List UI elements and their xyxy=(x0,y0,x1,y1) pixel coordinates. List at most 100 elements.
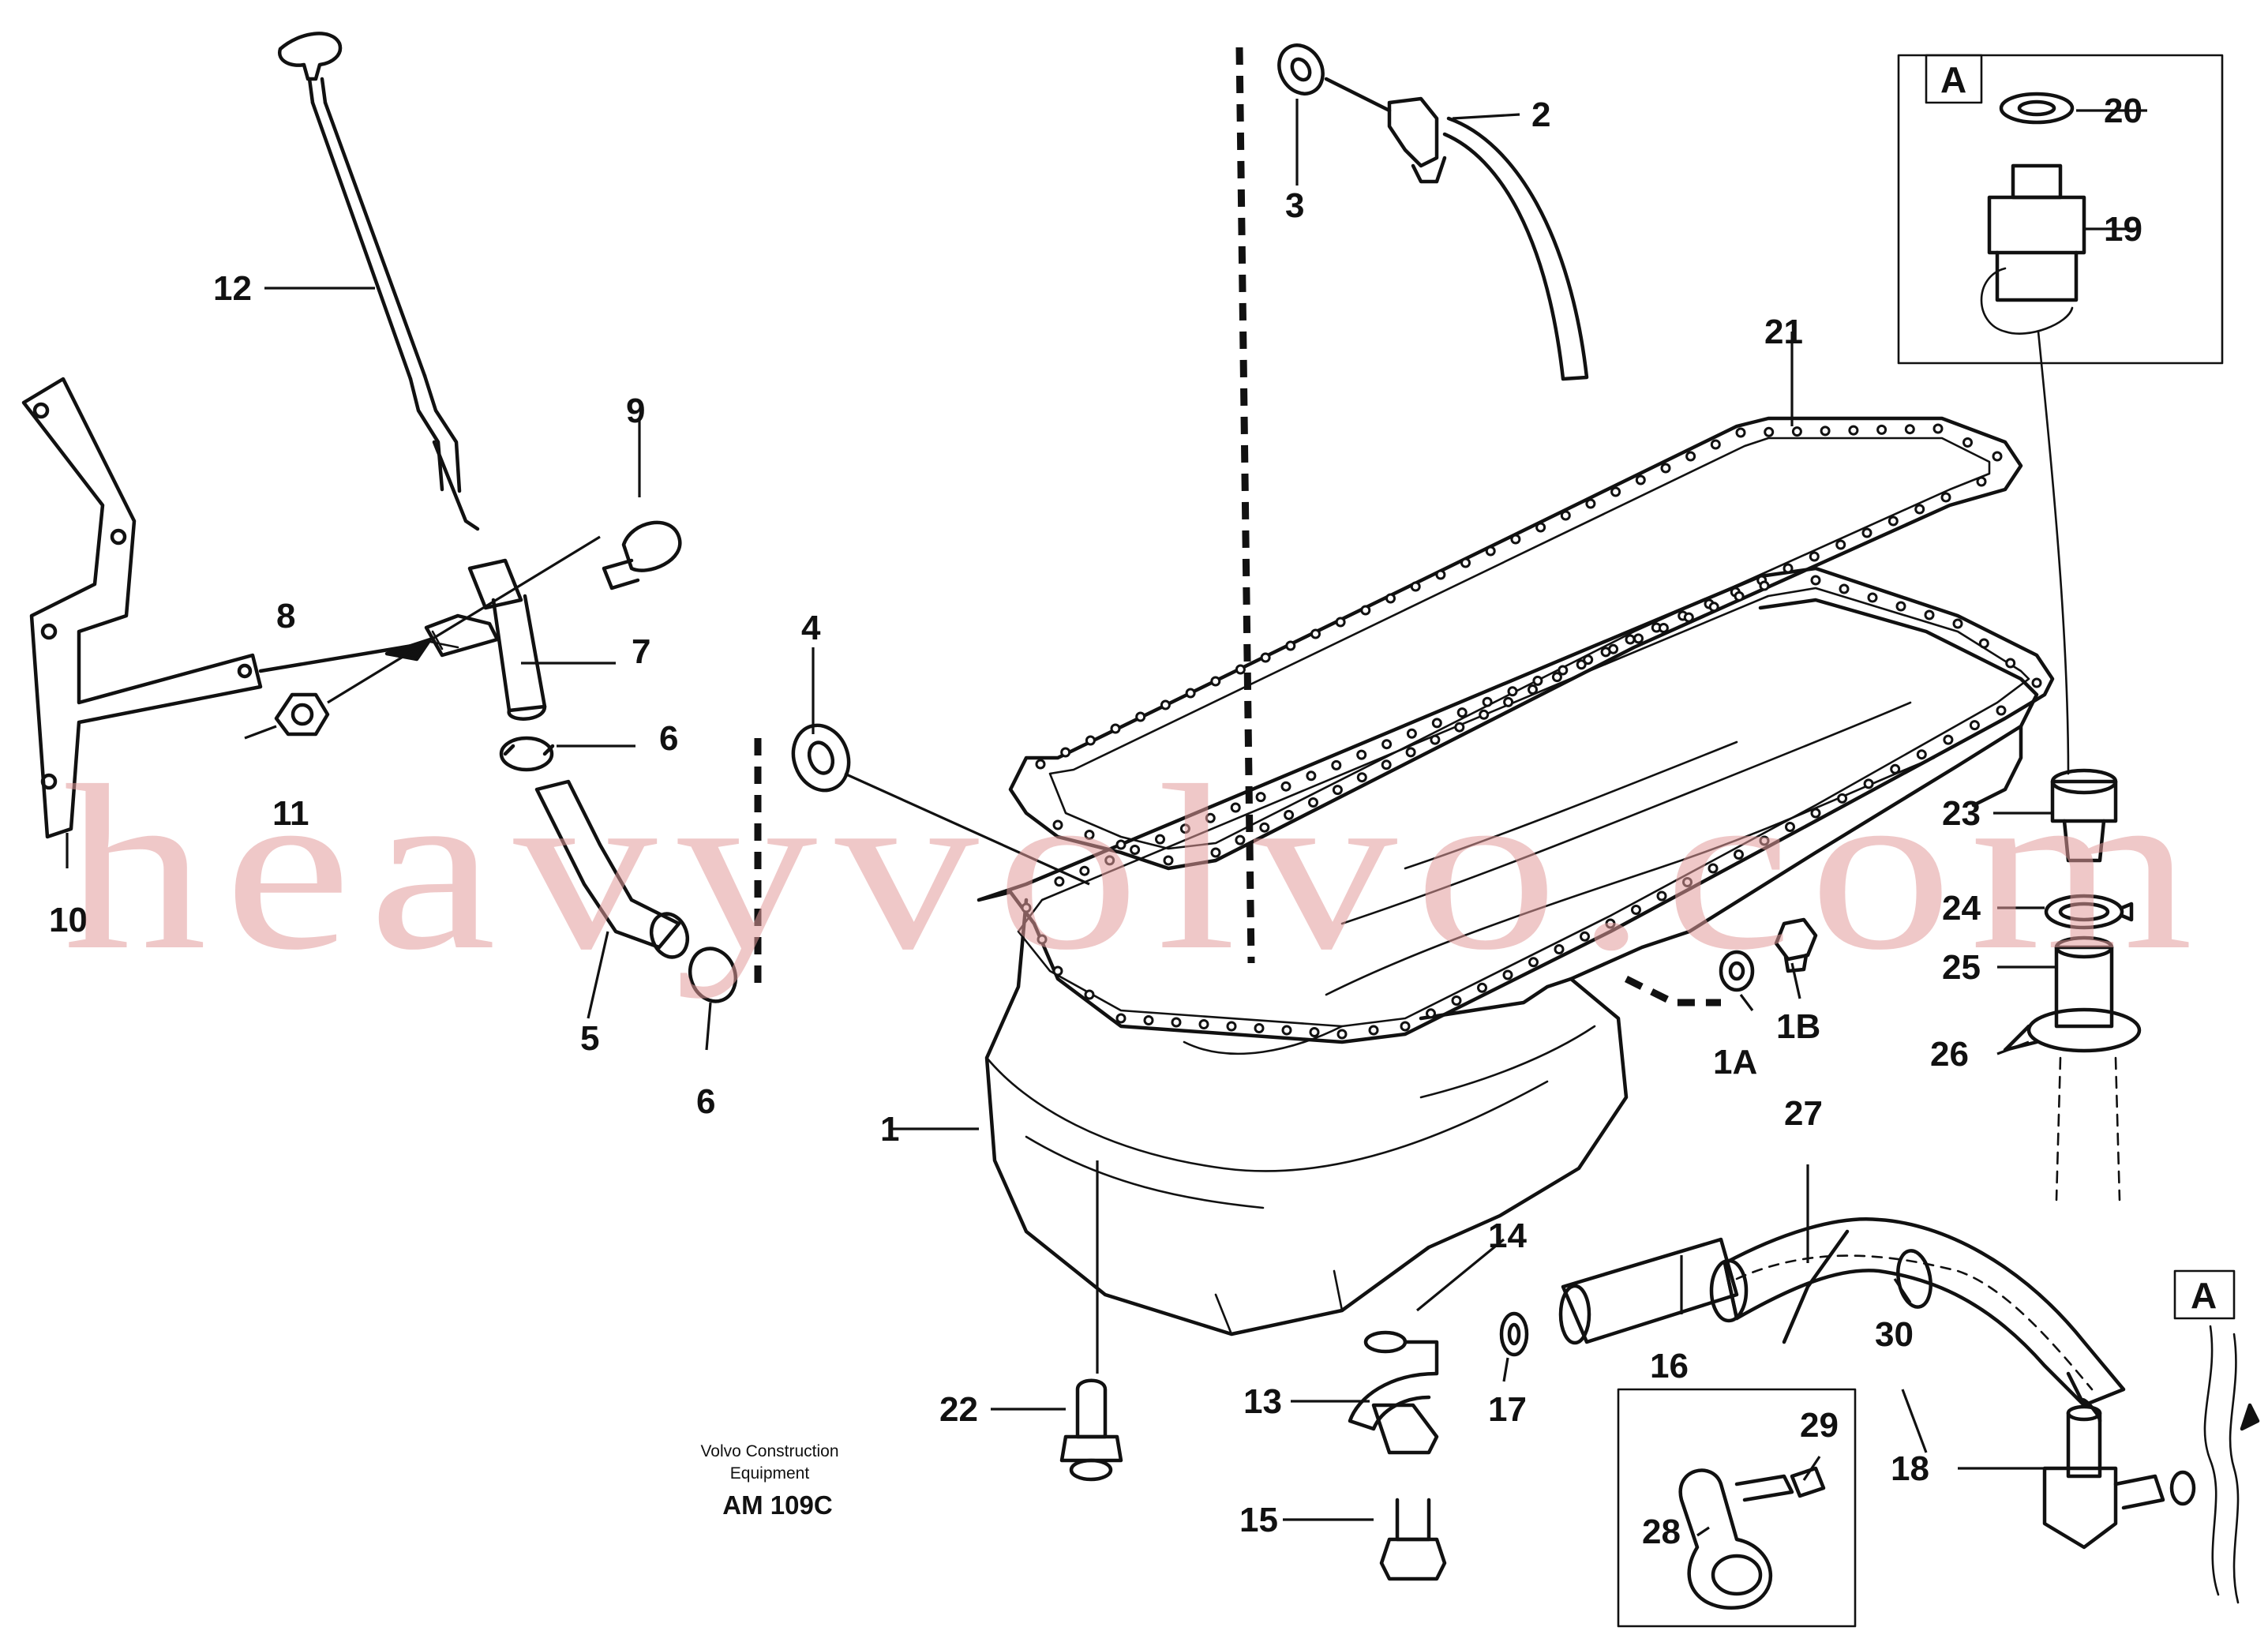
bolt-hole xyxy=(1503,696,1514,707)
bolt-hole xyxy=(1405,747,1416,758)
bolt-hole xyxy=(1309,1027,1320,1037)
bolt-hole xyxy=(1532,675,1543,686)
callout-6b: 6 xyxy=(696,1082,715,1121)
bolt-hole xyxy=(1115,1013,1127,1024)
bolt-hole xyxy=(1021,902,1032,913)
drain-plug-and-washer xyxy=(1719,917,1818,992)
bolt-hole xyxy=(1460,557,1471,568)
bolt-hole xyxy=(1940,492,1951,503)
callout-13: 13 xyxy=(1243,1382,1282,1421)
bolt-hole xyxy=(1835,539,1846,550)
bolt-hole xyxy=(1254,1023,1265,1033)
bolt-hole xyxy=(1710,439,1721,450)
bolt-hole xyxy=(1759,580,1770,591)
bolt-hole xyxy=(1708,863,1719,874)
bolt-hole xyxy=(1435,569,1446,580)
dipstick xyxy=(278,32,480,531)
bolt-hole xyxy=(1791,426,1802,437)
bolt-hole xyxy=(1876,424,1888,435)
bolt-hole xyxy=(1226,1021,1237,1032)
bolt-hole xyxy=(1861,527,1873,538)
bolt-hole xyxy=(1969,720,1980,731)
bolt-hole xyxy=(1426,1008,1436,1019)
callout-15: 15 xyxy=(1239,1501,1278,1539)
bolt-hole xyxy=(1479,709,1490,720)
callout-18: 18 xyxy=(1891,1449,1929,1488)
bolt-hole xyxy=(1962,437,1973,448)
bolt-hole xyxy=(1060,747,1071,758)
bolt-hole xyxy=(1633,633,1644,644)
bolt-hole xyxy=(1230,802,1241,813)
bolt-hole xyxy=(2031,677,2042,688)
bolt-hole xyxy=(1385,593,1396,604)
bolt-hole xyxy=(1381,759,1392,770)
bolt-hole xyxy=(1037,934,1048,945)
bolt-hole xyxy=(1135,711,1146,722)
detail-letter-a-top: A xyxy=(1940,59,1966,100)
bolt-hole xyxy=(1820,425,1831,437)
bolt-hole xyxy=(1608,643,1619,654)
bolt-hole xyxy=(1682,877,1693,887)
callout-22: 22 xyxy=(939,1390,978,1429)
bolt-hole xyxy=(1558,665,1569,676)
bolt-hole xyxy=(1210,676,1221,687)
bolt-hole xyxy=(1205,812,1216,823)
bolt-hole xyxy=(1485,545,1496,557)
bolt-hole xyxy=(1285,640,1296,651)
callout-9: 9 xyxy=(626,392,645,430)
detail-box-a-top xyxy=(1897,54,2224,775)
bolt-hole xyxy=(1235,834,1246,845)
callout-12: 12 xyxy=(213,269,252,308)
bolt-hole xyxy=(1924,609,1935,620)
callout-1a: 1A xyxy=(1713,1043,1757,1082)
bolt-hole xyxy=(1656,890,1667,902)
bolt-hole xyxy=(1759,835,1770,846)
bolt-hole xyxy=(1783,563,1794,574)
callout-23: 23 xyxy=(1942,794,1981,833)
bolt-hole xyxy=(1625,634,1636,645)
bolt-hole xyxy=(1839,583,1850,594)
bolt-hole xyxy=(1932,423,1944,434)
bolt-hole xyxy=(1052,965,1063,977)
bolt-hole xyxy=(1890,763,1901,774)
callout-26: 26 xyxy=(1930,1035,1969,1074)
bolt-hole xyxy=(1310,628,1321,639)
bolt-hole xyxy=(1451,995,1462,1006)
bolt-hole xyxy=(1580,931,1590,942)
caption-block: Volvo Construction Equipment AM 109C xyxy=(700,1442,838,1520)
bolt-hole xyxy=(1381,739,1393,750)
bolt-hole xyxy=(1904,424,1915,435)
callout-19: 19 xyxy=(2104,210,2142,249)
bolt-hole xyxy=(1260,652,1271,663)
callout-24: 24 xyxy=(1942,889,1981,928)
bolt-hole xyxy=(1863,778,1874,789)
bolt-hole xyxy=(1734,590,1745,602)
bolt-hole xyxy=(1708,602,1719,613)
bolt-hole xyxy=(1360,605,1371,616)
bolt-hole xyxy=(1084,989,1095,1000)
bolt-hole xyxy=(1685,451,1696,462)
bolt-hole xyxy=(1110,723,1121,734)
bolt-hole xyxy=(1551,672,1562,683)
bolt-hole xyxy=(1406,728,1417,739)
bolt-hole xyxy=(1356,749,1367,760)
detail-box-clamp xyxy=(1617,1229,1857,1628)
callout-1: 1 xyxy=(880,1110,899,1149)
bolt-hole xyxy=(1734,849,1744,860)
caption-line-2: Equipment xyxy=(730,1464,810,1483)
callout-4: 4 xyxy=(801,609,821,647)
bolt-hole xyxy=(1104,855,1115,866)
dipstick-bracket xyxy=(424,613,500,658)
bolt-hole xyxy=(1848,425,1859,436)
bolt-hole xyxy=(1585,498,1596,509)
bolt-hole xyxy=(1160,699,1171,710)
breather-hose-assembly xyxy=(1348,1217,2196,1581)
bolt-hole xyxy=(1400,1021,1411,1032)
bolt-hole xyxy=(1284,809,1295,820)
bolt-hole xyxy=(1583,654,1594,665)
bolt-hole xyxy=(1155,834,1165,845)
bolt-hole xyxy=(1368,1025,1379,1036)
callout-25: 25 xyxy=(1942,948,1981,987)
bolt-hole xyxy=(1785,822,1795,832)
bolt-hole xyxy=(1605,918,1616,929)
